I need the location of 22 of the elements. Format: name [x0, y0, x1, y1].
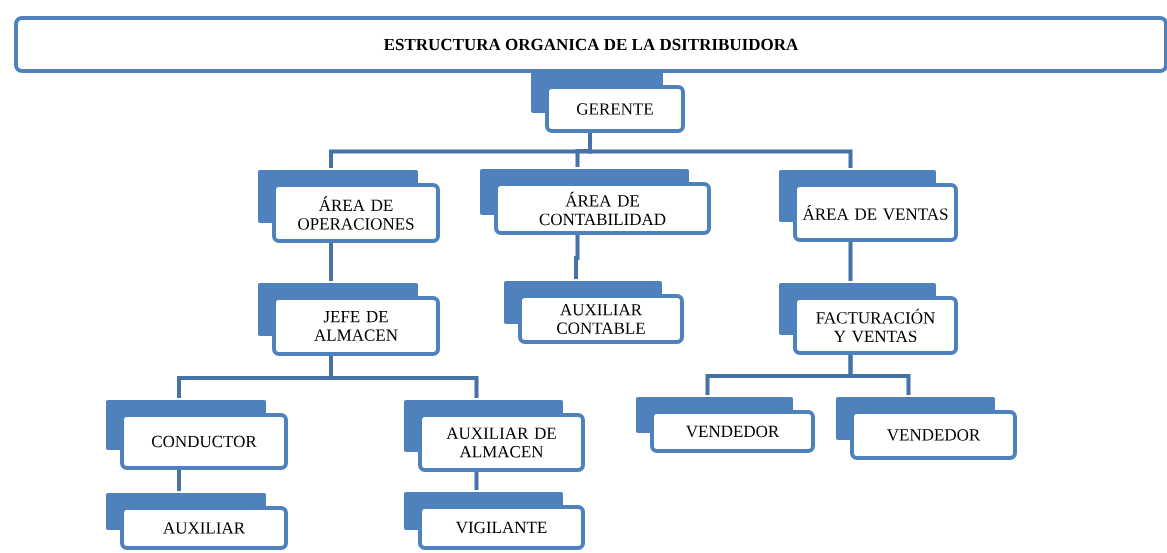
org-box: VENDEDOR: [836, 397, 1017, 460]
connector-line: [329, 356, 479, 398]
org-box: FACTURACIÓN Y VENTAS: [779, 283, 958, 355]
org-box: AUXILIAR DE ALMACEN: [404, 400, 585, 472]
org-box: VIGILANTE: [404, 492, 585, 550]
title-box: ESTRUCTURA ORGANICA DE LA DSITRIBUIDORA: [14, 16, 1167, 73]
org-box: ÁREA DE VENTAS: [779, 170, 958, 242]
org-box: VENDEDOR: [636, 397, 815, 453]
org-box: ÁREA DE CONTABILIDAD: [480, 169, 711, 235]
org-box: CONDUCTOR: [106, 400, 288, 470]
org-box: AUXILIAR: [106, 493, 288, 550]
connector-line: [574, 235, 580, 279]
org-box: AUXILIAR CONTABLE: [504, 281, 684, 344]
connector-line: [848, 355, 911, 395]
org-box: JEFE DE ALMACEN: [258, 283, 440, 356]
org-box: GERENTE: [531, 72, 685, 133]
connector-line: [474, 472, 479, 490]
connector-line: [848, 242, 853, 281]
connector-line: [588, 133, 853, 168]
connector-line: [177, 470, 181, 491]
connector-line: [329, 243, 333, 281]
org-box: ÁREA DE OPERACIONES: [258, 170, 440, 243]
